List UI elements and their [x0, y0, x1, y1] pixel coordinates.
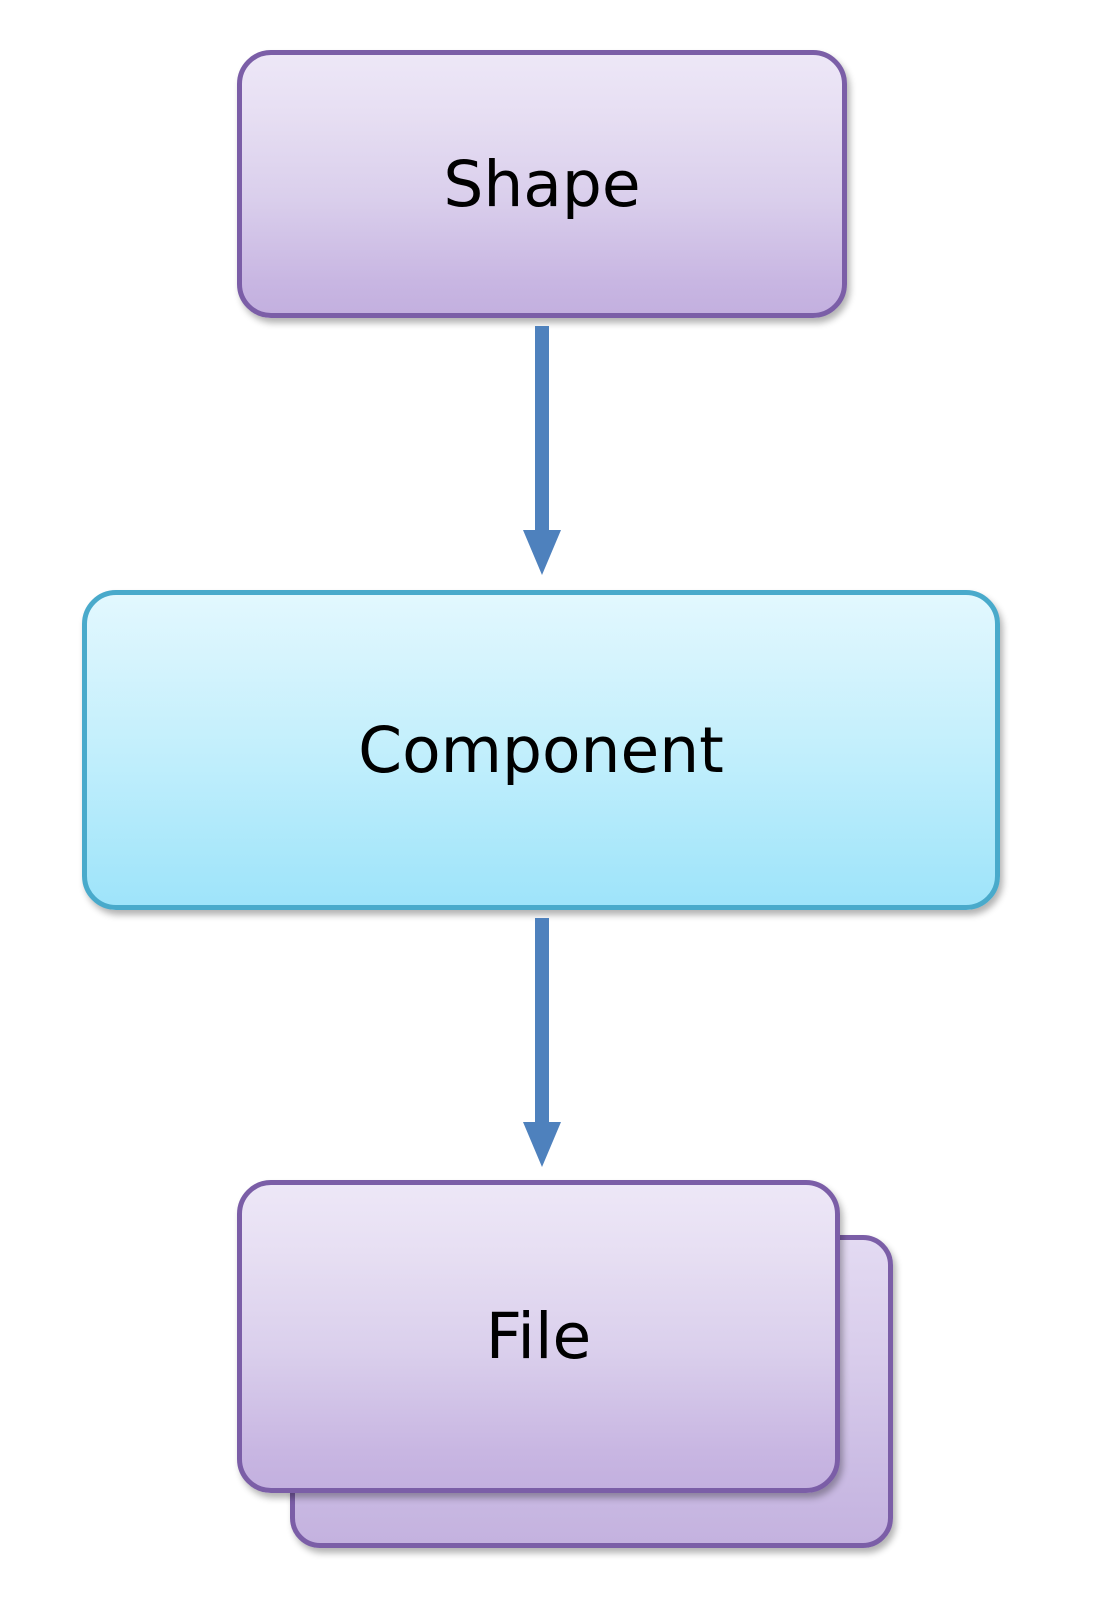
node-component-label: Component — [358, 713, 724, 787]
connector-component-to-file-arrow[interactable] — [522, 918, 562, 1168]
down-arrow-icon — [523, 326, 561, 575]
node-file[interactable]: File — [237, 1180, 840, 1493]
node-shape[interactable]: Shape — [237, 50, 847, 318]
connector-shape-to-component-arrow[interactable] — [522, 326, 562, 576]
node-component[interactable]: Component — [82, 590, 1000, 910]
down-arrow-icon — [523, 918, 561, 1167]
node-file-label: File — [485, 1300, 592, 1373]
node-shape-label: Shape — [443, 147, 641, 221]
